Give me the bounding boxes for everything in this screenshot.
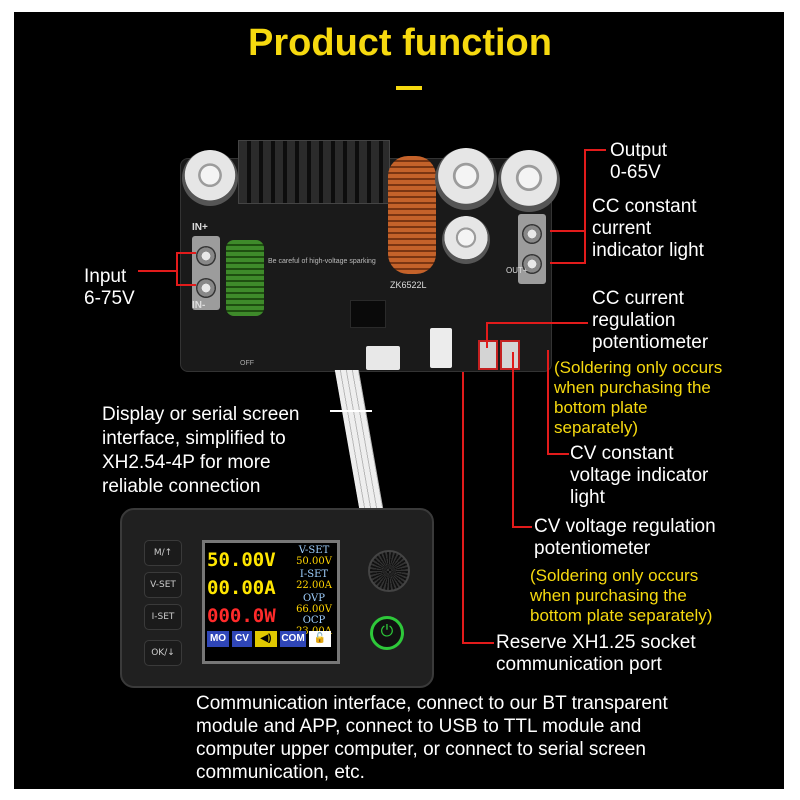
label-cc-pot: CC current regulation potentiometer	[592, 288, 709, 353]
board-model-text: ZK6522L	[390, 280, 427, 290]
display-connector	[366, 346, 400, 370]
board-label-in-plus: IN+	[192, 222, 208, 233]
capacitor-1	[182, 150, 238, 206]
lcd-power: 000.0W	[207, 605, 276, 627]
callout-line-reserve	[462, 372, 464, 644]
callout-line-output-h	[584, 149, 606, 151]
callout-line-cv-ind	[547, 350, 549, 455]
callout-line-input-top	[176, 252, 196, 254]
board-warning-text: Be careful of high-voltage sparking	[268, 258, 376, 265]
label-cc-indicator: CC constant current indicator light	[592, 196, 704, 261]
lcd-voltage: 50.00V	[207, 549, 276, 571]
lcd-setting-ovp: OVP 66.00V	[293, 593, 335, 615]
input-coil	[226, 240, 264, 316]
callout-line-cc-pot	[486, 322, 488, 348]
lcd-setting-label: OVP	[303, 593, 325, 604]
callout-line-output-bot	[550, 262, 586, 264]
lcd-status-com: COM	[280, 631, 306, 647]
button-ok-down[interactable]: OK/↓	[144, 640, 182, 666]
label-cv-pot: CV voltage regulation potentiometer	[534, 516, 716, 559]
callout-line-output-top	[550, 230, 586, 232]
callout-line-reserve-h	[462, 642, 494, 644]
callout-line-input-v	[176, 252, 178, 286]
page-title: Product function	[248, 22, 552, 64]
callout-line-cv-pot	[512, 352, 514, 528]
display-module: M/↑ V-SET I-SET OK/↓ 50.00V 00.00A 000.0…	[120, 508, 434, 688]
output-screw-plus	[522, 224, 542, 244]
note-cv-pot: (Soldering only occurs when purchasing t…	[530, 566, 713, 625]
callout-line-display	[330, 410, 372, 412]
input-screw-plus	[196, 246, 216, 266]
lock-icon: 🔓	[309, 631, 331, 647]
label-cv-indicator: CV constant voltage indicator light	[570, 443, 709, 508]
heatsink	[238, 140, 390, 204]
lcd-screen: 50.00V 00.00A 000.0W V-SET 50.00V I-SET …	[202, 540, 340, 664]
pot-cc	[478, 340, 498, 370]
callout-line-cv-ind-h	[547, 453, 569, 455]
callout-line-cc-pot-h	[486, 322, 588, 324]
callout-line-cv-pot-h	[512, 526, 532, 528]
callout-line-input	[138, 270, 178, 272]
callout-line-input-bot	[176, 284, 196, 286]
lcd-setting-iset: I-SET 22.00A	[293, 569, 335, 591]
lcd-setting-label: I-SET	[299, 569, 329, 580]
lcd-status-mode: MO	[207, 631, 229, 647]
label-input: Input 6-75V	[84, 266, 135, 309]
button-v-set[interactable]: V-SET	[144, 572, 182, 598]
output-screw-minus	[522, 254, 542, 274]
speaker-icon: ◀)	[255, 631, 277, 647]
callout-line-output-v	[584, 149, 586, 232]
lcd-setting-label: V-SET	[298, 545, 330, 556]
title-underline	[396, 86, 422, 90]
lcd-setting-vset: V-SET 50.00V	[293, 545, 335, 567]
button-menu-up[interactable]: M/↑	[144, 540, 182, 566]
converter-board: IN+ IN- OUT+ Be careful of high-voltage …	[180, 140, 560, 375]
callout-line-output-join	[584, 230, 586, 264]
capacitor-4	[442, 216, 490, 264]
input-screw-minus	[196, 278, 216, 298]
chip	[350, 300, 386, 328]
capacitor-2	[435, 148, 497, 210]
lcd-setting-value: 50.00V	[296, 556, 332, 567]
label-output: Output 0-65V	[610, 140, 668, 183]
button-i-set[interactable]: I-SET	[144, 604, 182, 630]
reserve-socket	[430, 328, 452, 368]
label-display-interface: Display or serial screen interface, simp…	[102, 404, 300, 497]
board-off-label: OFF	[240, 360, 254, 367]
power-button[interactable]: ⏻	[370, 616, 404, 650]
lcd-setting-label: OCP	[302, 615, 326, 626]
label-reserve-socket: Reserve XH1.25 socket communication port	[496, 632, 696, 675]
board-label-in-minus: IN-	[192, 300, 206, 311]
inductor-large	[388, 156, 436, 274]
encoder-knob[interactable]	[368, 550, 410, 592]
lcd-current: 00.00A	[207, 577, 276, 599]
board-label-out: OUT+	[506, 266, 528, 275]
label-comm-interface: Communication interface, connect to our …	[196, 693, 668, 783]
lcd-status-cv: CV	[232, 631, 252, 647]
capacitor-3	[498, 150, 560, 212]
lcd-setting-value: 22.00A	[296, 580, 332, 591]
note-cc-pot: (Soldering only occurs when purchasing t…	[554, 358, 723, 437]
lcd-setting-value: 66.00V	[296, 604, 332, 615]
pot-cv	[500, 340, 520, 370]
